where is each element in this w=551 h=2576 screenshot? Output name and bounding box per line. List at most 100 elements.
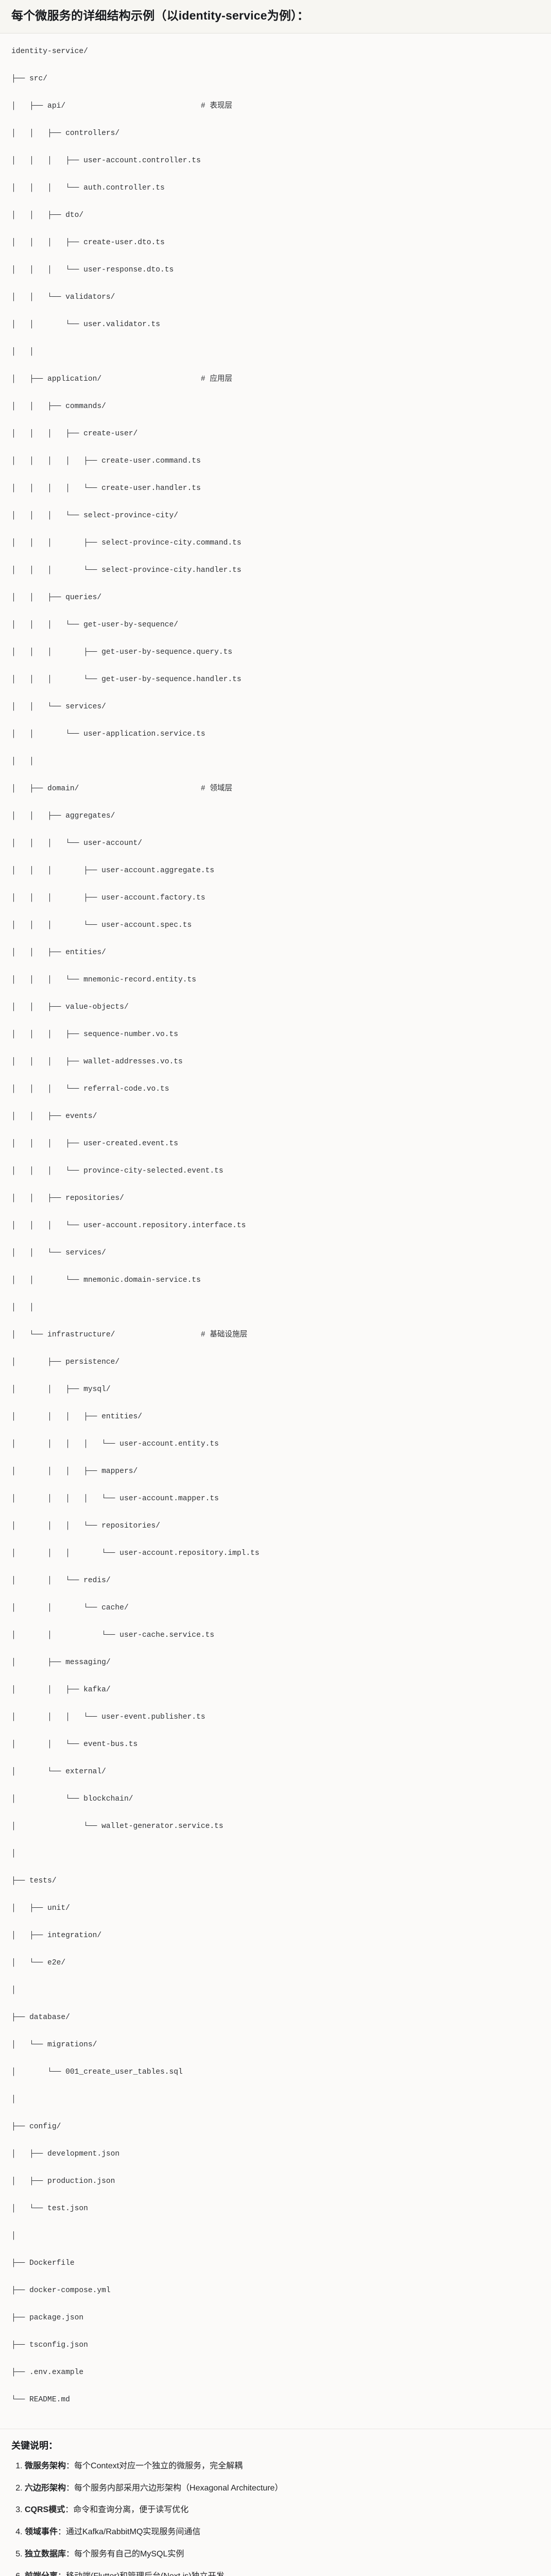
- tree-line: │ │ └── user-cache.service.ts: [11, 1631, 215, 1639]
- tree-line: │ │ │ └── get-user-by-sequence.handler.t…: [11, 675, 242, 684]
- tree-line: │ │ │ ├── entities/: [11, 1412, 142, 1421]
- tree-line: ├── tsconfig.json: [11, 2341, 88, 2349]
- tree-line: │: [11, 1986, 16, 1994]
- tree-line: │ │: [11, 1303, 34, 1312]
- key-note-term: 前端分离: [25, 2572, 58, 2576]
- tree-line: │ │ │ └── repositories/: [11, 1521, 161, 1530]
- tree-line: │ │: [11, 347, 34, 356]
- tree-line: │ │ ├── controllers/: [11, 129, 120, 138]
- tree-line: │ │ ├── events/: [11, 1112, 97, 1121]
- tree-line: ├── src/: [11, 74, 48, 83]
- tree-line: │ └── test.json: [11, 2204, 88, 2213]
- key-note-body: ：每个服务内部采用六边形架构（Hexagonal Architecture）: [66, 2483, 283, 2493]
- tree-line: │ │ │ └── get-user-by-sequence/: [11, 620, 179, 629]
- tree-line: │: [11, 1849, 16, 1858]
- tree-line: │ │ ├── aggregates/: [11, 811, 115, 820]
- tree-line: │ │ │ │ └── user-account.entity.ts: [11, 1439, 219, 1448]
- tree-line: │: [11, 2095, 16, 2104]
- tree-line: │ └── migrations/: [11, 2040, 97, 2049]
- page-title: 每个微服务的详细结构示例（以identity-service为例）：: [11, 9, 309, 22]
- tree-line: │ ├── api/ # 表现层: [11, 101, 233, 110]
- tree-line: │ │ │ ├── mappers/: [11, 1467, 138, 1476]
- tree-line: │ │ │ ├── user-account.factory.ts: [11, 893, 205, 902]
- tree-line: └── README.md: [11, 2395, 70, 2404]
- tree-line: │ │ │ ├── sequence-number.vo.ts: [11, 1030, 179, 1039]
- tree-line: │ │ └── services/: [11, 702, 106, 711]
- tree-line: │ │ │ └── referral-code.vo.ts: [11, 1084, 169, 1093]
- key-note-term: 微服务架构: [25, 2461, 66, 2470]
- key-note-item: 独立数据库：每个服务有自己的MySQL实例: [25, 2548, 540, 2561]
- tree-line: │ │ │ │ └── create-user.handler.ts: [11, 484, 201, 493]
- tree-line: │ │ ├── queries/: [11, 593, 102, 602]
- tree-line: │ │ └── services/: [11, 1248, 106, 1257]
- tree-line: │ │: [11, 757, 34, 766]
- tree-line: │ │ │ └── user-response.dto.ts: [11, 265, 174, 274]
- tree-line: │ ├── development.json: [11, 2149, 120, 2158]
- key-notes-title: 关键说明：: [11, 2440, 58, 2451]
- tree-line: │ │ └── user-application.service.ts: [11, 730, 205, 738]
- tree-line: │ └── blockchain/: [11, 1794, 133, 1803]
- tree-line: │ ├── unit/: [11, 1904, 70, 1912]
- tree-line: │ ├── integration/: [11, 1931, 102, 1940]
- tree-line: │ │ ├── commands/: [11, 402, 106, 411]
- tree-line: │ │ │ │ └── user-account.mapper.ts: [11, 1494, 219, 1503]
- tree-line: │ │ ├── repositories/: [11, 1194, 124, 1202]
- tree-line: ├── .env.example: [11, 2368, 84, 2377]
- key-note-item: 六边形架构：每个服务内部采用六边形架构（Hexagonal Architectu…: [25, 2482, 540, 2495]
- tree-line: │ │ │ └── user-account.repository.impl.t…: [11, 1549, 260, 1557]
- tree-line: ├── docker-compose.yml: [11, 2286, 111, 2295]
- tree-line: │ │ │ └── mnemonic-record.entity.ts: [11, 975, 197, 984]
- key-note-item: CQRS模式：命令和查询分离，便于读写优化: [25, 2504, 540, 2517]
- tree-line: │ ├── application/ # 应用层: [11, 375, 233, 383]
- tree-line: │ │ └── redis/: [11, 1576, 111, 1585]
- key-note-term: 独立数据库: [25, 2550, 66, 2559]
- tree-line: │ │ │ ├── create-user/: [11, 429, 138, 438]
- document-header: 每个微服务的详细结构示例（以identity-service为例）：: [0, 0, 551, 33]
- tree-line: │ │ └── validators/: [11, 293, 115, 301]
- tree-line: ├── config/: [11, 2122, 61, 2131]
- directory-tree: identity-service/ ├── src/ │ ├── api/ # …: [11, 45, 540, 2420]
- key-note-term: CQRS模式: [25, 2505, 65, 2515]
- tree-line: identity-service/: [11, 47, 88, 56]
- tree-line: │ ├── persistence/: [11, 1358, 120, 1366]
- directory-tree-code: identity-service/ ├── src/ │ ├── api/ # …: [11, 45, 540, 2406]
- tree-line: │ └── 001_create_user_tables.sql: [11, 2067, 183, 2076]
- tree-line: ├── package.json: [11, 2313, 84, 2322]
- tree-line: │ │ │ └── user-event.publisher.ts: [11, 1713, 205, 1721]
- key-note-body: ：移动端(Flutter)和管理后台(Next.js)独立开发: [58, 2572, 225, 2576]
- directory-tree-block: identity-service/ ├── src/ │ ├── api/ # …: [0, 33, 551, 2426]
- tree-line: │ ├── production.json: [11, 2177, 115, 2185]
- tree-line: │ │ │ ├── wallet-addresses.vo.ts: [11, 1057, 183, 1066]
- tree-line: │ │ │ ├── user-account.controller.ts: [11, 156, 201, 165]
- tree-line: │ └── wallet-generator.service.ts: [11, 1822, 223, 1831]
- tree-line: │ │ │ └── auth.controller.ts: [11, 183, 165, 192]
- tree-line: ├── tests/: [11, 1876, 57, 1885]
- tree-line: │ │ ├── mysql/: [11, 1385, 111, 1394]
- tree-line: │ │ │ ├── create-user.dto.ts: [11, 238, 165, 247]
- tree-line: │ │ │ └── select-province-city/: [11, 511, 179, 520]
- tree-line: │ │ │ │ ├── create-user.command.ts: [11, 456, 201, 465]
- tree-line: │ │ │ ├── user-account.aggregate.ts: [11, 866, 215, 875]
- tree-line: │ └── external/: [11, 1767, 106, 1776]
- tree-line: │ │ └── event-bus.ts: [11, 1740, 138, 1749]
- key-note-body: ：每个服务有自己的MySQL实例: [66, 2550, 184, 2559]
- key-note-body: ：命令和查询分离，便于读写优化: [65, 2505, 189, 2515]
- tree-line: │ │ └── cache/: [11, 1603, 129, 1612]
- tree-line: │ ├── domain/ # 领域层: [11, 784, 233, 793]
- tree-line: │ │ │ ├── user-created.event.ts: [11, 1139, 179, 1148]
- tree-line: ├── Dockerfile: [11, 2259, 75, 2267]
- tree-line: │ │ ├── value-objects/: [11, 1003, 129, 1011]
- tree-line: │ │ │ └── select-province-city.handler.t…: [11, 566, 242, 574]
- key-notes-list: 微服务架构：每个Context对应一个独立的微服务，完全解耦六边形架构：每个服务…: [11, 2460, 540, 2576]
- tree-line: │ └── e2e/: [11, 1958, 66, 1967]
- key-note-item: 微服务架构：每个Context对应一个独立的微服务，完全解耦: [25, 2460, 540, 2473]
- tree-line: │ │ ├── kafka/: [11, 1685, 111, 1694]
- tree-line: │ ├── messaging/: [11, 1658, 111, 1667]
- key-note-term: 领域事件: [25, 2528, 58, 2537]
- tree-line: │ │ └── user.validator.ts: [11, 320, 161, 329]
- tree-line: │ │ ├── entities/: [11, 948, 106, 957]
- tree-line: │ │ │ └── user-account.spec.ts: [11, 921, 192, 929]
- tree-line: │ │ │ ├── select-province-city.command.t…: [11, 538, 242, 547]
- tree-line: ├── database/: [11, 2013, 70, 2022]
